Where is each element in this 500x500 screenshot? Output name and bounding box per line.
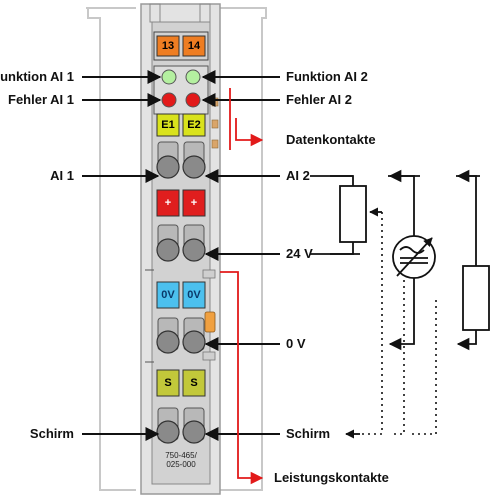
tag-13-text: 13 (161, 40, 175, 52)
label-24v: 24 V (286, 246, 313, 261)
tag-s-left (156, 369, 180, 397)
clamp-ai1[interactable] (156, 141, 180, 179)
label-error-ai1: Fehler AI 1 (8, 92, 74, 107)
model-number-line1: 750-465/ (165, 451, 197, 460)
tag-plus-right (182, 189, 206, 217)
tag-plus-left-text: + (164, 197, 172, 209)
label-data-contacts: Datenkontakte (286, 132, 376, 147)
label-power-contacts: Leistungskontakte (274, 470, 389, 485)
label-function-ai1: Funktion AI 1 (0, 69, 74, 84)
tag-s-right-text: S (190, 377, 198, 389)
tag-e2-text: E2 (187, 119, 201, 131)
clamp-24v-right[interactable] (182, 224, 206, 262)
sensor-top-arrows (330, 169, 480, 439)
tag-e1 (156, 113, 180, 137)
din-rail-frame (86, 7, 267, 491)
right-arrows (201, 70, 280, 441)
tag-0v-left-text: 0V (161, 289, 175, 301)
tag-e2 (182, 113, 206, 137)
label-ai2: AI 2 (286, 168, 310, 183)
led-function-ai1 (161, 69, 177, 85)
resistor-symbol (456, 175, 490, 351)
clamp-0v-right[interactable] (182, 317, 206, 354)
tag-s-left-text: S (164, 377, 172, 389)
data-contacts-bracket (229, 88, 264, 150)
label-function-ai2: Funktion AI 2 (286, 69, 368, 84)
label-shield-right: Schirm (286, 426, 331, 441)
clamp-24v-left[interactable] (156, 224, 180, 262)
label-shield-left: Schirm (29, 426, 74, 441)
potentiometer-dotted (360, 212, 383, 435)
label-ai1: AI 1 (50, 168, 74, 183)
tag-s-right (182, 369, 206, 397)
led-error-ai2 (185, 92, 201, 108)
left-arrows (82, 70, 162, 441)
power-contacts-bracket (220, 271, 264, 485)
label-0v: 0 V (286, 336, 306, 351)
resistor-dotted (412, 300, 437, 435)
potentiometer-symbol (310, 175, 382, 255)
transmitter-symbol (388, 175, 436, 351)
tag-plus-left (156, 189, 180, 217)
led-error-ai1 (161, 92, 177, 108)
clamp-ai2[interactable] (182, 141, 206, 179)
tag-13 (156, 35, 180, 57)
tag-0v-left (156, 281, 180, 309)
tag-e1-text: E1 (161, 119, 175, 131)
clamp-shield-left[interactable] (156, 407, 180, 444)
label-error-ai2: Fehler AI 2 (286, 92, 352, 107)
clamp-shield-right[interactable] (182, 407, 206, 444)
transmitter-dotted (392, 280, 405, 435)
tag-14 (182, 35, 206, 57)
tag-14-text: 14 (187, 40, 201, 52)
model-number-line2: 025-000 (166, 460, 196, 469)
tag-0v-right (182, 281, 206, 309)
tag-0v-right-text: 0V (187, 289, 201, 301)
clamp-0v-left[interactable] (156, 317, 180, 354)
led-function-ai2 (185, 69, 201, 85)
tag-plus-right-text: + (190, 197, 198, 209)
